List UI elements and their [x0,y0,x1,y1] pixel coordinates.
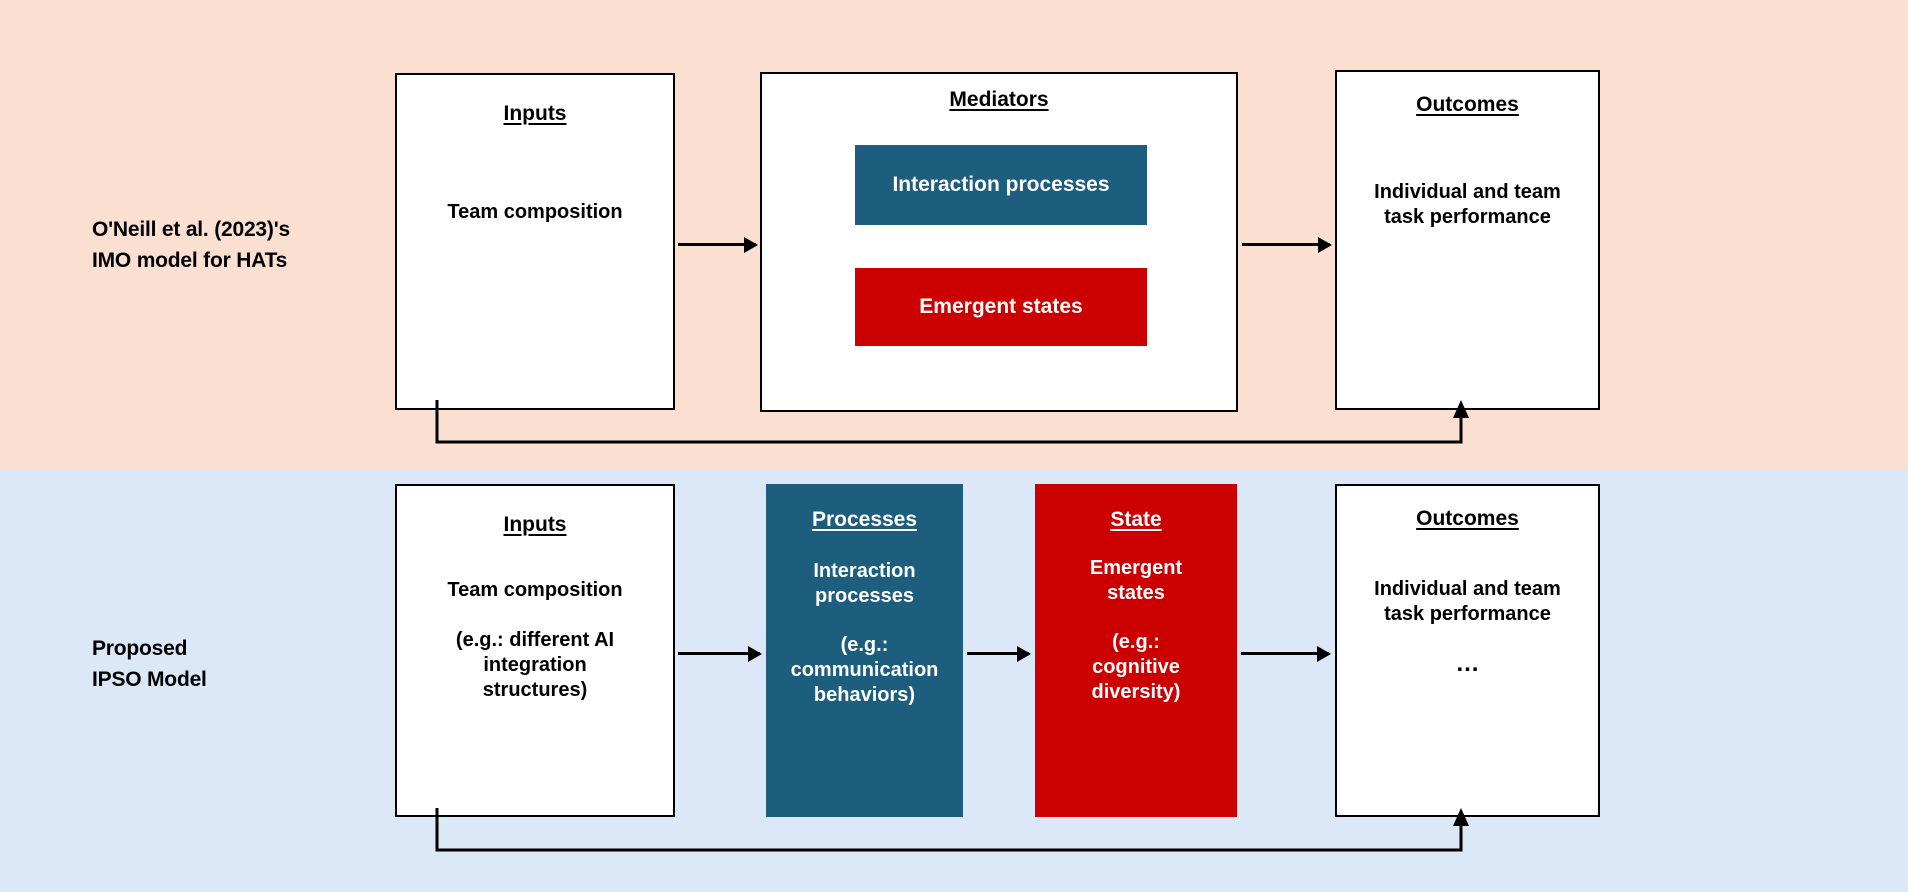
box-outcomes-top: Outcomes Individual and team task perfor… [1335,70,1600,410]
box-processes: Processes Interaction processes (e.g.: c… [766,484,963,817]
arrow-mediators-to-outcomes [1242,243,1330,246]
box-outcomes-top-body: Individual and team task performance [1374,181,1561,228]
box-state-body: Emergent states [1089,557,1183,604]
arrow-processes-to-state [967,652,1029,655]
row-label-imo-model: O'Neill et al. (2023)'s IMO model for HA… [92,218,290,272]
box-outcomes-bottom-ellipsis: … [1455,650,1480,677]
box-inputs-bottom-example: (e.g.: different AI integration structur… [455,629,615,701]
box-inputs-top-body: Team composition [447,201,623,223]
box-processes-example: (e.g.: communication behaviors) [790,634,939,706]
box-inputs-bottom-body: Team composition [447,579,623,601]
box-outcomes-bottom-body: Individual and team task performance [1374,578,1561,625]
box-state-title: State [1110,508,1162,531]
box-inputs-bottom-title: Inputs [503,513,567,536]
box-state-example: (e.g.: cognitive diversity) [1091,631,1181,703]
box-processes-title: Processes [811,508,918,531]
arrow-inputs-to-mediators [678,243,756,246]
box-outcomes-bottom-title: Outcomes [1416,507,1519,530]
box-outcomes-bottom: Outcomes Individual and team task perfor… [1335,484,1600,817]
arrow-inputs-to-processes [678,652,760,655]
chip-interaction-processes: Interaction processes [855,145,1147,225]
arrow-state-to-outcomes [1241,652,1329,655]
box-inputs-bottom: Inputs Team composition (e.g.: different… [395,484,675,817]
row-label-ipso-model: Proposed IPSO Model [92,637,207,691]
box-mediators-title: Mediators [949,88,1049,111]
box-inputs-top: Inputs Team composition [395,73,675,410]
box-inputs-top-title: Inputs [503,102,567,125]
chip-emergent-states: Emergent states [855,268,1147,346]
box-state: State Emergent states (e.g.: cognitive d… [1035,484,1237,817]
box-mediators: Mediators [760,72,1238,412]
box-outcomes-top-title: Outcomes [1416,93,1519,116]
box-processes-body: Interaction processes [813,560,916,607]
